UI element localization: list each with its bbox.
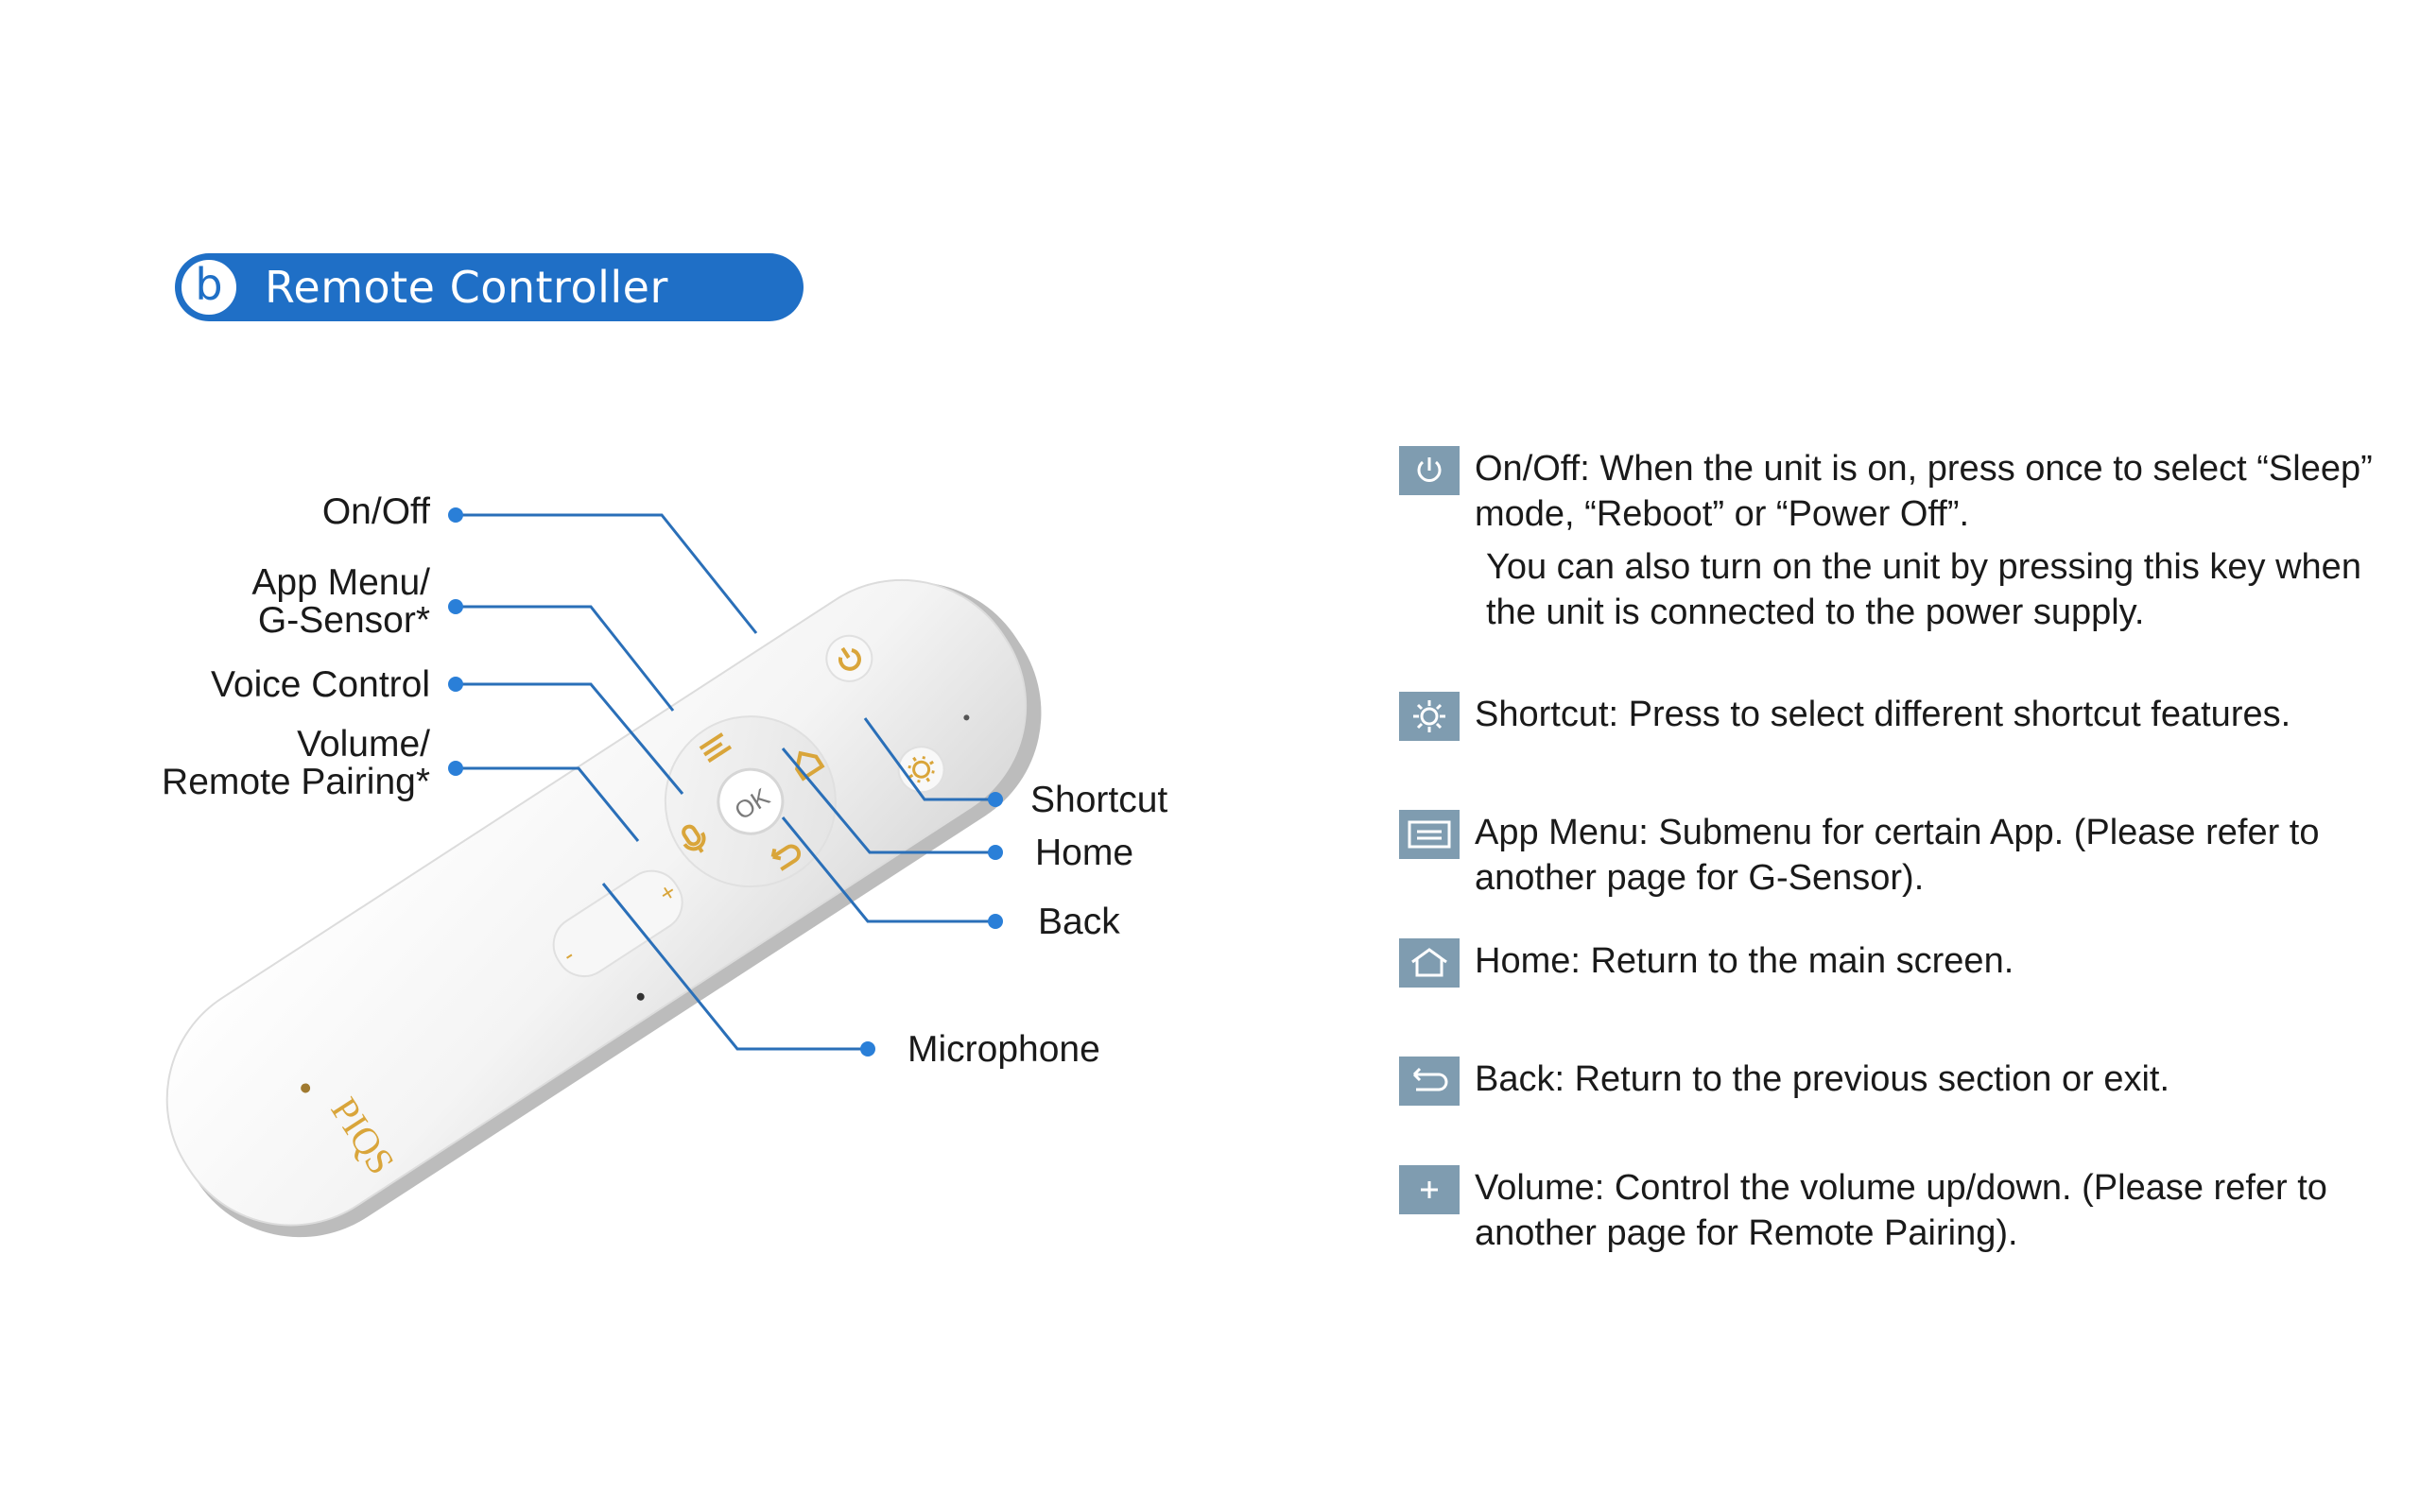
desc-volume-text: Volume: Control the volume up/down. (Ple…: [1475, 1168, 2327, 1253]
plus-icon: [1399, 1165, 1460, 1214]
microphone-hole: [636, 992, 645, 1001]
dot-shortcut: [988, 792, 1003, 807]
dot-app-menu: [448, 599, 463, 614]
dot-on-off: [448, 507, 463, 523]
menu-icon: [1399, 810, 1460, 859]
desc-on-off-extra: You can also turn on the unit by pressin…: [1486, 547, 2361, 632]
section-title: Remote Controller: [265, 262, 668, 313]
section-badge: b: [178, 256, 240, 318]
leader-back: [781, 816, 995, 923]
callout-volume: Volume/ Remote Pairing*: [162, 726, 430, 801]
back-icon: [1399, 1057, 1460, 1106]
callout-home: Home: [1035, 833, 1134, 873]
gear-icon: [1399, 692, 1460, 741]
leader-on-off: [456, 513, 758, 634]
desc-on-off-main: On/Off: When the unit is on, press once …: [1475, 449, 2373, 534]
desc-on-off: On/Off: When the unit is on, press once …: [1399, 446, 2401, 635]
shortcut-glyph: [908, 756, 935, 783]
desc-app-menu-text: App Menu: Submenu for certain App. (Plea…: [1475, 813, 2320, 898]
callout-on-off: On/Off: [321, 491, 430, 532]
brand-logo-leaf: [301, 1083, 311, 1093]
callout-volume-line2: Remote Pairing*: [162, 762, 430, 802]
home-icon: [1399, 938, 1460, 988]
leader-app-menu: [456, 605, 675, 712]
leader-shortcut: [863, 717, 995, 801]
callout-volume-line1: Volume/: [297, 724, 430, 765]
callout-shortcut: Shortcut: [1030, 780, 1168, 820]
callout-app-menu-line1: App Menu/: [251, 562, 430, 603]
desc-on-off-text: On/Off: When the unit is on, press once …: [1475, 446, 2401, 635]
desc-back-text: Back: Return to the previous section or …: [1475, 1059, 2170, 1099]
desc-app-menu: App Menu: Submenu for certain App. (Plea…: [1399, 810, 2401, 901]
leader-voice: [456, 682, 684, 795]
leader-dots: [448, 507, 1003, 1057]
indicator-led: [963, 714, 970, 721]
home-glyph: [795, 750, 825, 782]
ok-button: [717, 767, 785, 835]
leader-microphone: [601, 883, 868, 1051]
power-glyph: [838, 646, 861, 671]
callout-app-menu-line2: G-Sensor*: [257, 600, 430, 641]
callout-voice-control: Voice Control: [211, 664, 430, 705]
desc-shortcut-text: Shortcut: Press to select different shor…: [1475, 695, 2291, 734]
back-glyph: [770, 844, 801, 871]
desc-home: Home: Return to the main screen.: [1399, 938, 2401, 988]
app-menu-glyph: [699, 732, 733, 764]
dot-voice: [448, 677, 463, 692]
desc-volume: Volume: Control the volume up/down. (Ple…: [1399, 1165, 2401, 1256]
dot-volume: [448, 761, 463, 776]
callout-back: Back: [1038, 902, 1120, 942]
power-icon: [1399, 446, 1460, 495]
dot-home: [988, 845, 1003, 860]
callout-microphone: Microphone: [908, 1029, 1100, 1070]
dot-back: [988, 914, 1003, 929]
leader-home: [781, 747, 995, 854]
section-header: b Remote Controller: [175, 253, 804, 321]
remote-body: OK - +: [165, 578, 1042, 1238]
callout-app-menu: App Menu/ G-Sensor*: [251, 564, 430, 640]
dot-microphone: [860, 1041, 875, 1057]
desc-home-text: Home: Return to the main screen.: [1475, 941, 2014, 981]
desc-shortcut: Shortcut: Press to select different shor…: [1399, 692, 2401, 741]
leader-volume: [456, 766, 640, 842]
mic-glyph: [682, 824, 706, 853]
leader-lines: [456, 513, 995, 1051]
desc-back: Back: Return to the previous section or …: [1399, 1057, 2401, 1106]
volume-rocker: [552, 869, 683, 978]
power-button: [825, 634, 873, 682]
